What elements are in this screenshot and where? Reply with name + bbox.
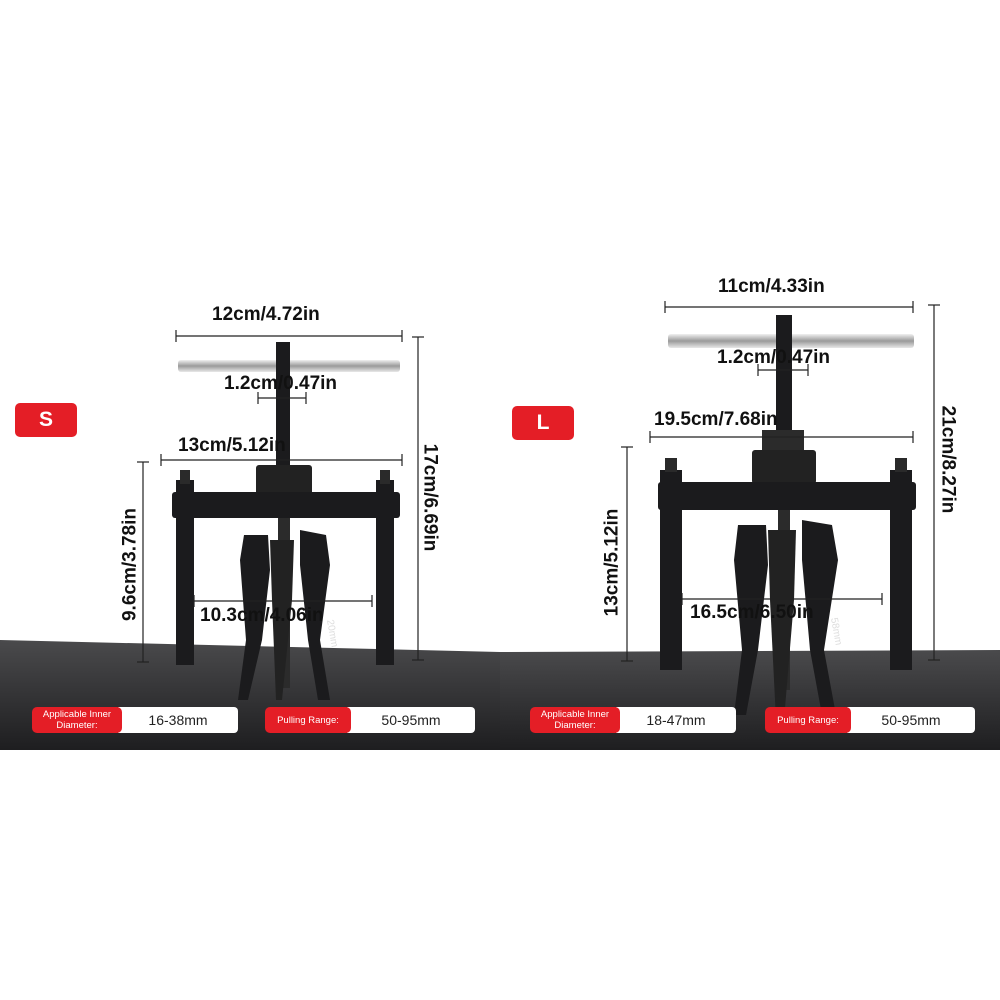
jaw-left bbox=[734, 525, 768, 715]
inner-diameter-label: Applicable Inner Diameter: bbox=[32, 707, 122, 733]
pulling-range-value: 50-95mm bbox=[347, 707, 475, 733]
jaw-right bbox=[300, 530, 330, 700]
inner-diameter-label: Applicable Inner Diameter: bbox=[530, 707, 620, 733]
size-s-panel: S 12cm/4.72in 1.2cm/0.47in 13cm/5.12in 1… bbox=[0, 304, 500, 750]
handle-width-dim: 12cm/4.72in bbox=[212, 304, 320, 325]
inner-diameter-value: 18-47mm bbox=[616, 707, 736, 733]
inner-diameter-value: 16-38mm bbox=[118, 707, 238, 733]
size-l-panel: L 11cm/4.33in 1.2cm/0.47in 19.5cm/7.68in… bbox=[500, 0, 1000, 1000]
beam-width-dim: 13cm/5.12in bbox=[178, 435, 286, 456]
pulling-range-label: Pulling Range: bbox=[265, 707, 351, 733]
leg-height-dim: 9.6cm/3.78in bbox=[119, 507, 141, 622]
inner-diameter-spec: Applicable Inner Diameter: 18-47mm bbox=[530, 707, 736, 733]
crossbeam bbox=[658, 482, 916, 510]
beam-width-dim: 19.5cm/7.68in bbox=[654, 409, 778, 430]
pulling-range-spec: Pulling Range: 50-95mm bbox=[265, 707, 475, 733]
leg-height-dim: 13cm/5.12in bbox=[601, 508, 623, 617]
screw-shaft bbox=[276, 342, 290, 472]
jaw-span-dim: 16.5cm/6.50in bbox=[690, 602, 814, 623]
jaw-span-dim: 10.3cm/4.06in bbox=[200, 605, 324, 626]
screw-shaft bbox=[776, 315, 792, 455]
size-badge: S bbox=[15, 403, 77, 437]
jaw-middle bbox=[270, 540, 294, 700]
left-leg bbox=[176, 480, 194, 665]
total-height-dim: 17cm/6.69in bbox=[419, 443, 441, 552]
knurled-nut bbox=[752, 450, 816, 484]
pulling-range-value: 50-95mm bbox=[847, 707, 975, 733]
knurled-nut bbox=[256, 465, 312, 495]
hex-nut bbox=[762, 430, 804, 452]
screw-dia-dim: 1.2cm/0.47in bbox=[224, 373, 338, 394]
total-height-dim: 21cm/8.27in bbox=[937, 405, 959, 514]
crossbeam bbox=[172, 492, 400, 518]
handle-width-dim: 11cm/4.33in bbox=[718, 276, 825, 297]
size-badge: L bbox=[512, 406, 574, 440]
pulling-range-spec: Pulling Range: 50-95mm bbox=[765, 707, 975, 733]
inner-diameter-spec: Applicable Inner Diameter: 16-38mm bbox=[32, 707, 238, 733]
jaw-middle bbox=[768, 530, 796, 720]
jaw-left bbox=[238, 535, 270, 700]
pulling-range-label: Pulling Range: bbox=[765, 707, 851, 733]
left-leg bbox=[660, 470, 682, 670]
tool-drawing-l bbox=[500, 301, 1000, 750]
jaw-right bbox=[802, 520, 838, 715]
right-leg bbox=[376, 480, 394, 665]
right-leg bbox=[890, 470, 912, 670]
screw-dia-dim: 1.2cm/0.47in bbox=[717, 347, 831, 368]
